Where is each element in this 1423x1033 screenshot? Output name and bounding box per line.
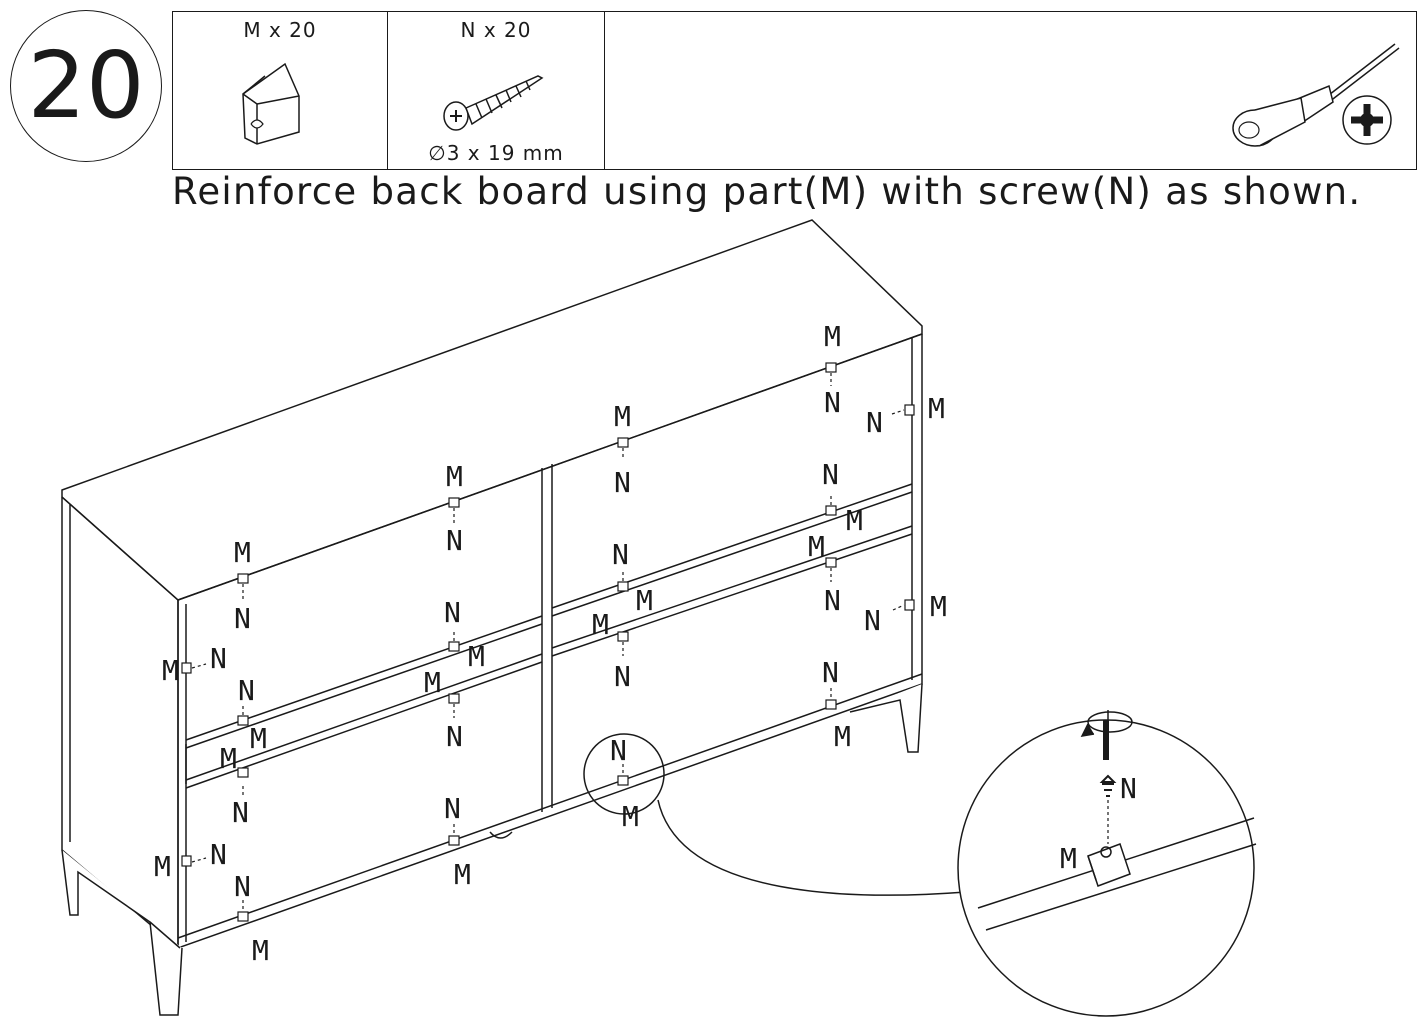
screw-guides xyxy=(191,373,905,911)
label-n: N xyxy=(612,538,629,571)
label-m: M xyxy=(928,392,945,425)
label-m: M xyxy=(250,722,267,755)
fastener-positions xyxy=(181,362,915,922)
label-n: N xyxy=(444,792,461,825)
label-n: N xyxy=(444,596,461,629)
label-n: N xyxy=(614,466,631,499)
label-m: M xyxy=(930,590,947,623)
screw-icon xyxy=(443,75,544,131)
label-n: N xyxy=(234,870,251,903)
phillips-screwdriver-icon xyxy=(1232,43,1400,147)
parts-list: M x 20 N x 20 ∅3 x 19 mm xyxy=(172,11,1417,170)
part-n-spec: ∅3 x 19 mm xyxy=(428,141,564,165)
label-n: N xyxy=(210,838,227,871)
label-n: N xyxy=(210,642,227,675)
label-n: N xyxy=(822,458,839,491)
label-m: M xyxy=(824,320,841,353)
label-m: M xyxy=(454,858,471,891)
label-n: N xyxy=(446,720,463,753)
step-number: 20 xyxy=(10,10,162,162)
label-n: N xyxy=(822,656,839,689)
label-m: M xyxy=(636,584,653,617)
label-m: M xyxy=(154,850,171,883)
label-n: N xyxy=(614,660,631,693)
detail-callout xyxy=(583,710,1257,1017)
label-n: N xyxy=(864,604,881,637)
label-m: M xyxy=(808,530,825,563)
label-m: M xyxy=(162,654,179,687)
label-m: M xyxy=(234,536,251,569)
part-n-label: N x 20 xyxy=(460,18,532,42)
label-n: N xyxy=(610,734,627,767)
part-n-cell: N x 20 ∅3 x 19 mm xyxy=(388,12,605,169)
label-n: N xyxy=(866,406,883,439)
dresser-back-view xyxy=(61,219,923,1016)
label-m: M xyxy=(424,666,441,699)
instruction-text: Reinforce back board using part(M) with … xyxy=(172,170,1362,213)
detail-labels: N M xyxy=(1060,772,1137,875)
label-m: M xyxy=(614,400,631,433)
detail-source-circle xyxy=(583,733,665,815)
label-n: N xyxy=(232,796,249,829)
label-n: N xyxy=(446,524,463,557)
detail-label-n: N xyxy=(1120,772,1137,805)
label-m: M xyxy=(834,720,851,753)
corner-block-icon xyxy=(242,62,300,145)
label-m: M xyxy=(468,640,485,673)
tool-cell xyxy=(605,12,1416,169)
part-m-cell: M x 20 xyxy=(173,12,388,169)
label-m: M xyxy=(220,742,237,775)
label-m: M xyxy=(252,934,269,967)
part-m-label: M x 20 xyxy=(243,18,317,42)
label-m: M xyxy=(592,608,609,641)
label-n: N xyxy=(234,602,251,635)
label-m: M xyxy=(446,460,463,493)
part-labels: M N M N M N M N N M N M N M M N N M M N … xyxy=(154,320,947,967)
label-n: N xyxy=(824,584,841,617)
label-m: M xyxy=(622,800,639,833)
detail-label-m: M xyxy=(1060,842,1077,875)
label-n: N xyxy=(824,386,841,419)
label-n: N xyxy=(238,674,255,707)
label-m: M xyxy=(846,504,863,537)
